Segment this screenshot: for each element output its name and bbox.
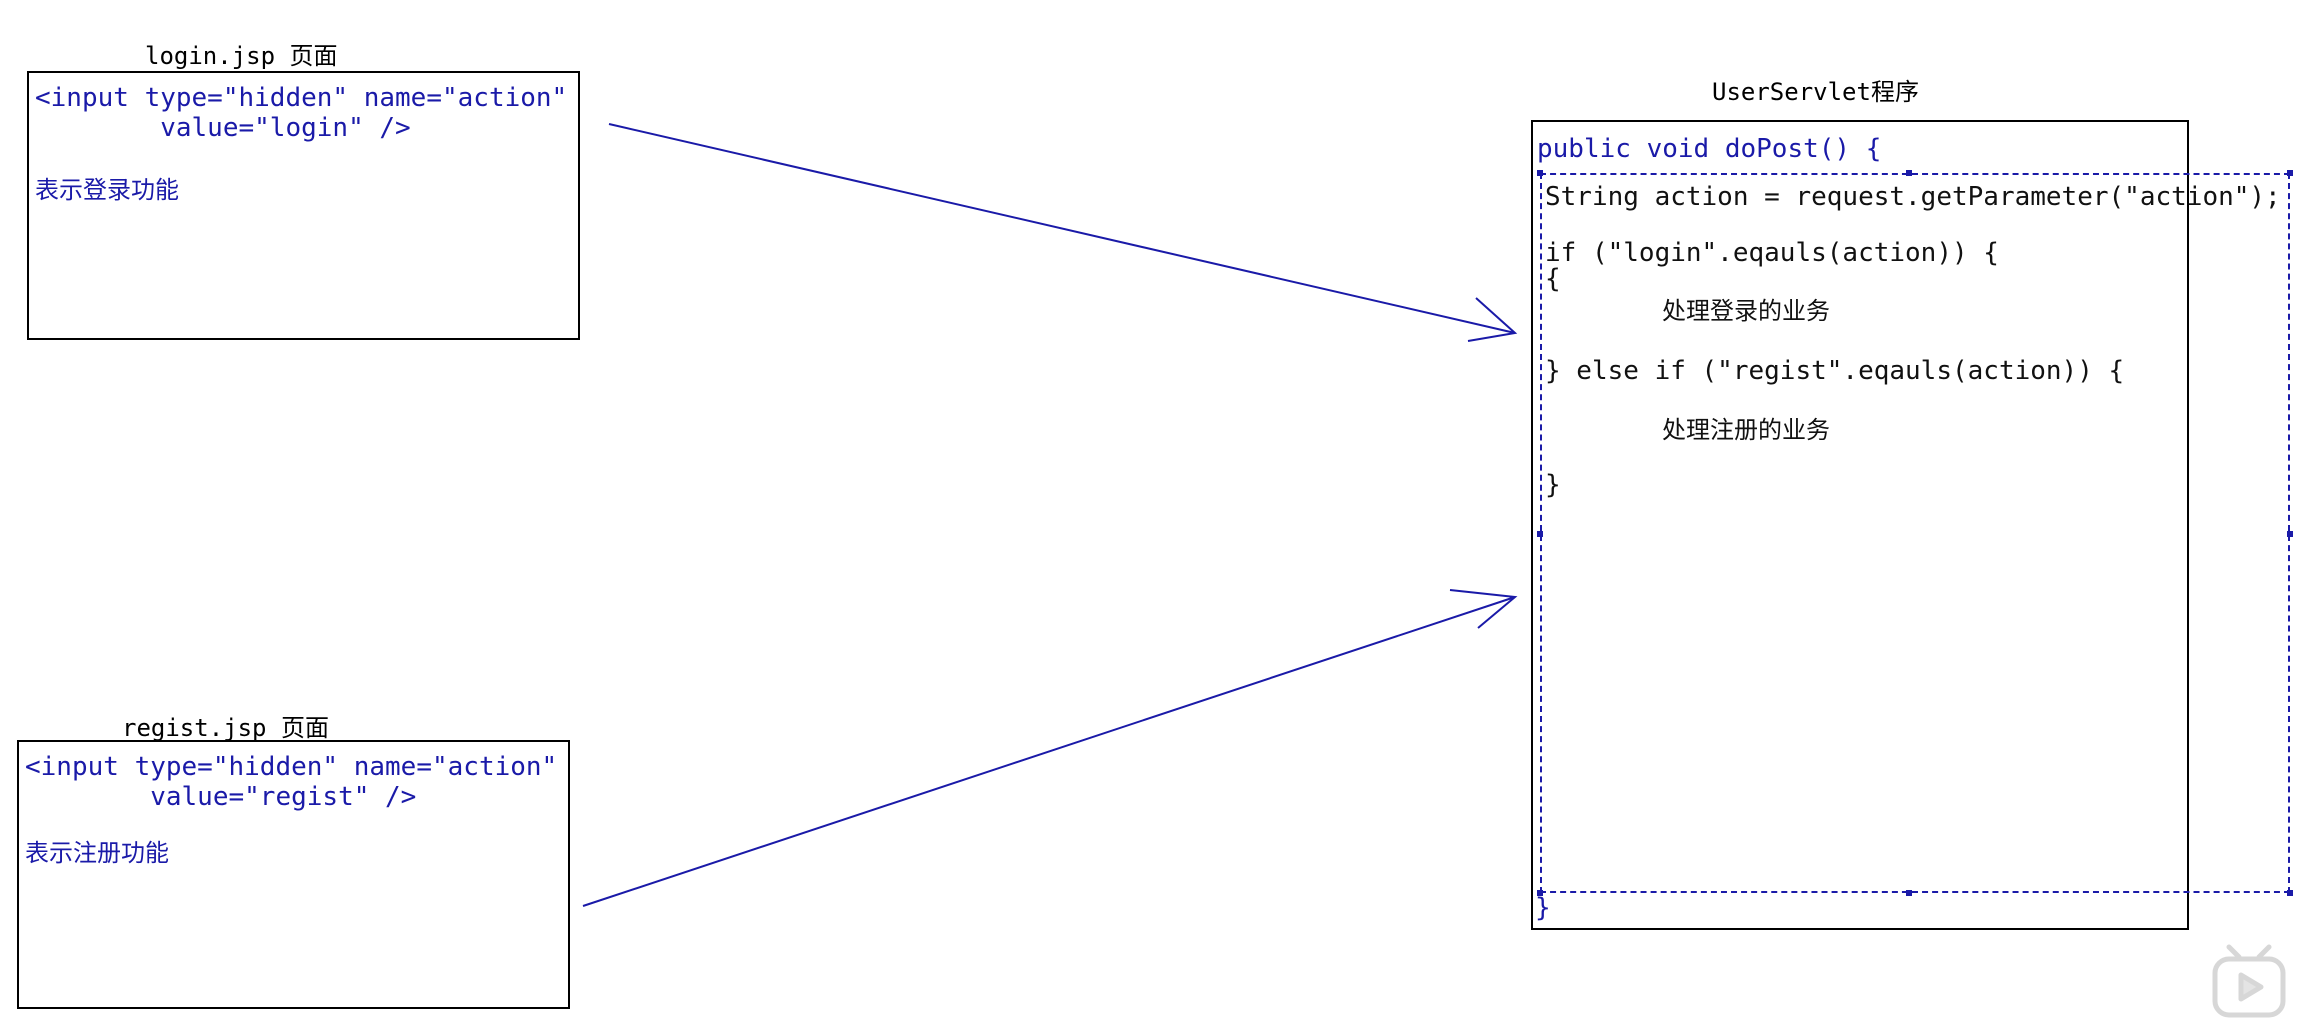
regist-input-line2: value="regist" />	[25, 782, 417, 812]
servlet-title: UserServlet程序	[1712, 78, 1919, 106]
regist-input-line1: <input type="hidden" name="action"	[25, 752, 558, 782]
regist-page-box: <input type="hidden" name="action" value…	[17, 740, 570, 1009]
selection-handle-tr	[2287, 170, 2293, 176]
selection-handle-br	[2287, 890, 2293, 896]
servlet-line-brace-open: {	[1545, 264, 1561, 294]
login-desc: 表示登录功能	[35, 176, 179, 204]
arrow-regist-to-servlet	[582, 596, 1516, 907]
servlet-signature: public void doPost() {	[1537, 134, 1882, 164]
servlet-line-close-inner: }	[1545, 470, 1561, 500]
selection-handle-tl	[1537, 170, 1543, 176]
regist-desc: 表示注册功能	[25, 839, 169, 867]
arrow-regist-head	[1449, 589, 1518, 629]
servlet-box: public void doPost() {	[1531, 120, 2189, 930]
arrow-login-head	[1467, 297, 1518, 342]
selection-handle-mr	[2287, 531, 2293, 537]
servlet-line-if: if ("login".eqauls(action)) {	[1545, 238, 1999, 268]
servlet-line-else-if: } else if ("regist".eqauls(action)) {	[1545, 356, 2125, 386]
login-input-line2: value="login" />	[35, 113, 411, 143]
selection-handle-bl	[1537, 890, 1543, 896]
arrow-login-to-servlet	[608, 123, 1516, 334]
play-watermark-icon	[2212, 944, 2286, 1018]
login-page-box: <input type="hidden" name="action" value…	[27, 71, 580, 340]
servlet-line-regist-task: 处理注册的业务	[1662, 416, 1830, 444]
servlet-line-close-method: }	[1535, 893, 1551, 923]
login-page-title: login.jsp 页面	[145, 42, 338, 70]
selection-handle-bm	[1906, 890, 1912, 896]
selection-handle-tm	[1906, 170, 1912, 176]
selection-frame	[1540, 173, 2290, 893]
selection-handle-ml	[1537, 531, 1543, 537]
servlet-line-login-task: 处理登录的业务	[1662, 297, 1830, 325]
login-input-line1: <input type="hidden" name="action"	[35, 83, 568, 113]
servlet-line-action: String action = request.getParameter("ac…	[1545, 182, 2281, 212]
regist-page-title: regist.jsp 页面	[122, 714, 329, 742]
